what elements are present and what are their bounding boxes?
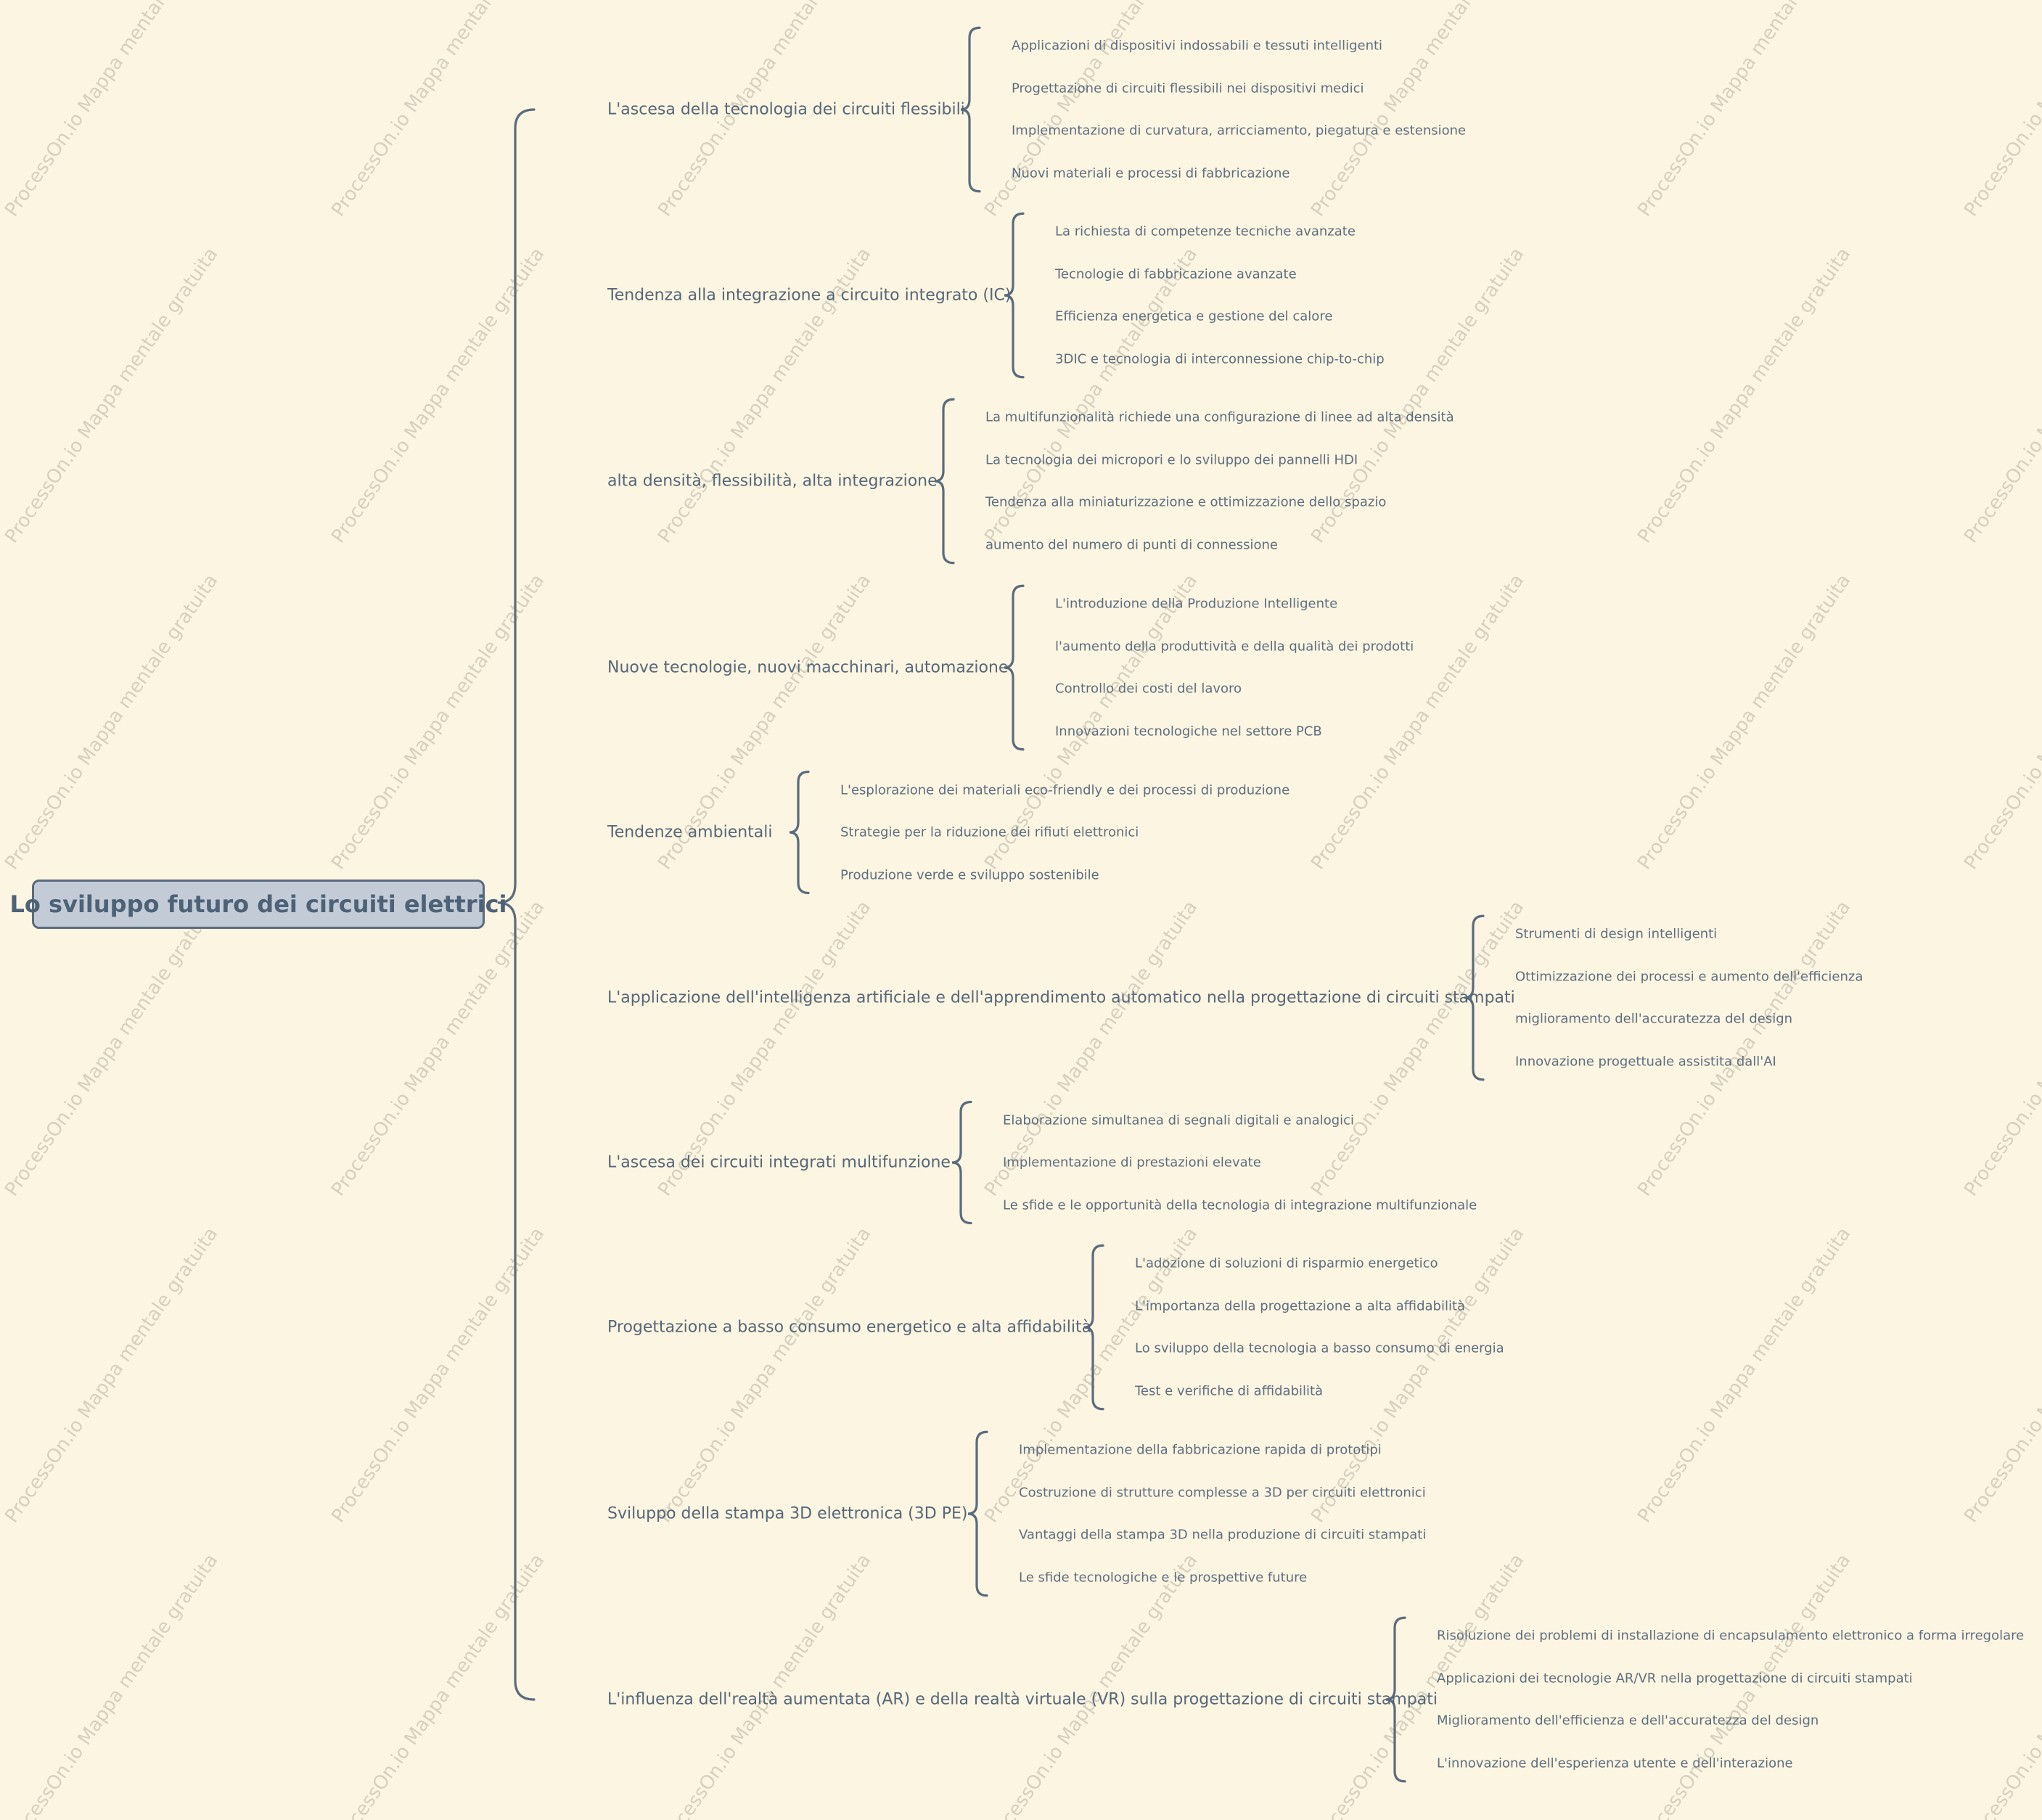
leaf-topic[interactable]: Strumenti di design intelligenti <box>1515 926 1718 942</box>
leaf-topic[interactable]: L'innovazione dell'esperienza utente e d… <box>1437 1755 1793 1771</box>
leaf-topic[interactable]: L'introduzione della Produzione Intellig… <box>1055 596 1338 612</box>
leaf-topic[interactable]: Applicazioni di dispositivi indossabili … <box>1012 38 1383 54</box>
leaf-topic[interactable]: Le sfide tecnologiche e le prospettive f… <box>1019 1570 1308 1586</box>
leaf-topic[interactable]: Lo sviluppo della tecnologia a basso con… <box>1135 1340 1504 1356</box>
main-bracket <box>497 108 536 1701</box>
leaf-topic[interactable]: aumento del numero di punti di connessio… <box>985 537 1279 553</box>
branch-bracket <box>967 1430 988 1597</box>
leaf-topic[interactable]: Test e verifiche di affidabilità <box>1135 1383 1324 1399</box>
branch-topic[interactable]: alta densità, flessibilità, alta integra… <box>607 472 938 491</box>
leaf-topic[interactable]: Le sfide e le opportunità della tecnolog… <box>1003 1197 1477 1213</box>
leaf-topic[interactable]: Vantaggi della stampa 3D nella produzion… <box>1019 1527 1427 1543</box>
leaf-topic[interactable]: Implementazione di prestazioni elevate <box>1003 1155 1261 1171</box>
branch-topic[interactable]: Sviluppo della stampa 3D elettronica (3D… <box>607 1504 968 1523</box>
leaf-topic[interactable]: Progettazione di circuiti flessibili nei… <box>1012 81 1364 97</box>
leaf-topic[interactable]: Controllo dei costi del lavoro <box>1055 681 1242 697</box>
branch-topic[interactable]: Tendenza alla integrazione a circuito in… <box>607 286 1012 305</box>
leaf-topic[interactable]: Ottimizzazione dei processi e aumento de… <box>1515 969 1863 985</box>
leaf-topic[interactable]: L'importanza della progettazione a alta … <box>1135 1298 1466 1314</box>
leaf-topic[interactable]: Implementazione della fabbricazione rapi… <box>1019 1442 1382 1458</box>
branch-bracket <box>1385 1616 1406 1783</box>
leaf-topic[interactable]: 3DIC e tecnologia di interconnessione ch… <box>1055 351 1385 367</box>
branch-topic[interactable]: L'applicazione dell'intelligenza artific… <box>607 988 1515 1007</box>
branch-topic[interactable]: Progettazione a basso consumo energetico… <box>607 1318 1092 1337</box>
branch-topic[interactable]: L'ascesa dei circuiti integrati multifun… <box>607 1153 951 1172</box>
leaf-topic[interactable]: l'aumento della produttività e della qua… <box>1055 639 1414 655</box>
leaf-topic[interactable]: Innovazioni tecnologiche nel settore PCB <box>1055 724 1322 739</box>
branch-topic[interactable]: L'ascesa della tecnologia dei circuiti f… <box>607 100 965 119</box>
branch-bracket <box>1083 1244 1104 1411</box>
leaf-topic[interactable]: Tecnologie di fabbricazione avanzate <box>1055 266 1297 282</box>
branch-topic[interactable]: Nuove tecnologie, nuovi macchinari, auto… <box>607 658 1009 677</box>
leaf-topic[interactable]: Strategie per la riduzione dei rifiuti e… <box>840 824 1139 840</box>
leaf-topic[interactable]: L'esplorazione dei materiali eco-friendl… <box>840 782 1290 798</box>
leaf-topic[interactable]: Elaborazione simultanea di segnali digit… <box>1003 1112 1355 1128</box>
leaf-topic[interactable]: Implementazione di curvatura, arricciame… <box>1012 123 1467 139</box>
branch-bracket <box>1464 914 1485 1081</box>
branch-topic[interactable]: L'influenza dell'realtà aumentata (AR) e… <box>607 1690 1438 1709</box>
leaf-topic[interactable]: Risoluzione dei problemi di installazion… <box>1437 1628 2025 1644</box>
leaf-topic[interactable]: La multifunzionalità richiede una config… <box>985 409 1454 425</box>
branch-bracket <box>934 398 955 565</box>
leaf-topic[interactable]: Applicazioni dei tecnologie AR/VR nella … <box>1437 1671 1913 1686</box>
leaf-topic[interactable]: Miglioramento dell'efficienza e dell'acc… <box>1437 1713 1819 1729</box>
leaf-topic[interactable]: La richiesta di competenze tecniche avan… <box>1055 224 1356 239</box>
root-topic[interactable]: Lo sviluppo futuro dei circuiti elettric… <box>10 880 507 929</box>
leaf-topic[interactable]: Produzione verde e sviluppo sostenibile <box>840 867 1099 882</box>
branch-bracket <box>1004 584 1025 751</box>
leaf-topic[interactable]: La tecnologia dei micropori e lo svilupp… <box>985 452 1358 468</box>
leaf-topic[interactable]: Nuovi materiali e processi di fabbricazi… <box>1012 165 1290 181</box>
leaf-topic[interactable]: miglioramento dell'accuratezza del desig… <box>1515 1011 1793 1027</box>
leaf-topic[interactable]: Tendenza alla miniaturizzazione e ottimi… <box>985 494 1387 510</box>
leaf-topic[interactable]: Innovazione progettuale assistita dall'A… <box>1515 1054 1776 1070</box>
branch-bracket <box>951 1100 972 1225</box>
branch-bracket <box>1004 212 1025 379</box>
branch-bracket <box>789 770 810 895</box>
leaf-topic[interactable]: Efficienza energetica e gestione del cal… <box>1055 308 1333 324</box>
branch-topic[interactable]: Tendenze ambientali <box>607 823 773 842</box>
branch-bracket <box>960 26 981 193</box>
leaf-topic[interactable]: L'adozione di soluzioni di risparmio ene… <box>1135 1255 1438 1271</box>
leaf-topic[interactable]: Costruzione di strutture complesse a 3D … <box>1019 1485 1426 1501</box>
